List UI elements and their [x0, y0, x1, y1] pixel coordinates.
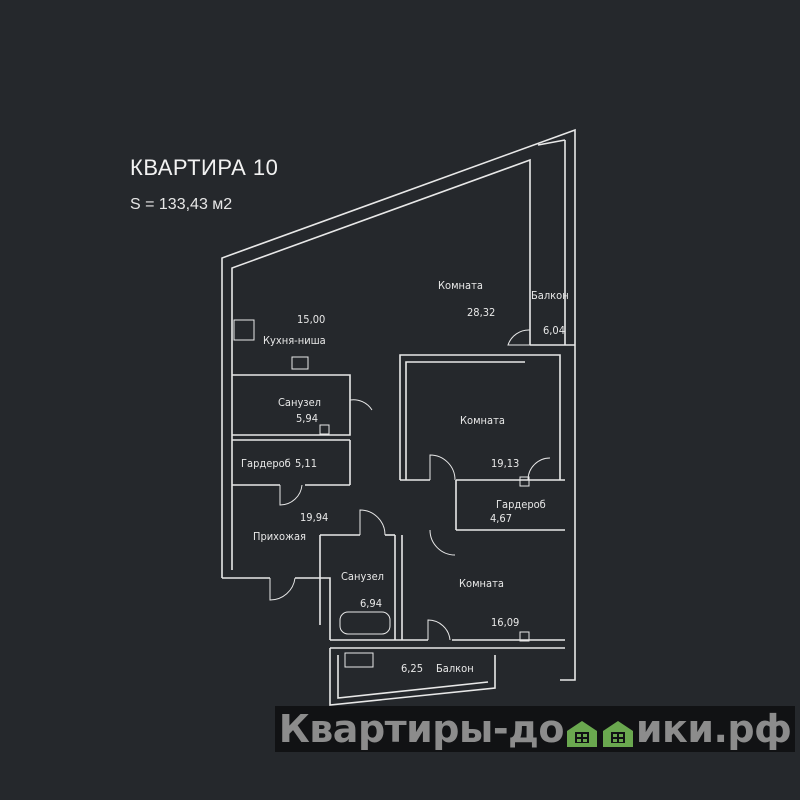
house-icon: [565, 714, 599, 747]
doors: [269, 329, 551, 641]
apartment-area: S = 133,43 м2: [130, 196, 233, 213]
fixtures: [233, 319, 530, 668]
room-area: 6,94: [360, 597, 382, 610]
room-area: 4,67: [490, 512, 512, 525]
walls: [221, 128, 576, 706]
room-name: Балкон: [531, 289, 569, 302]
room-area: 15,00: [297, 313, 325, 326]
room-labels: Комната 28,32 Балкон 6,04 Кухня-ниша 15,…: [241, 279, 569, 675]
room-name: Комната: [459, 577, 504, 590]
room-area: 28,32: [467, 306, 495, 319]
room-area: 5,11: [295, 457, 317, 470]
room-name: Балкон: [436, 662, 474, 675]
room-area: 6,04: [543, 324, 565, 337]
stove-icon: [233, 319, 255, 341]
room-area: 16,09: [491, 616, 519, 629]
room-name: Гардероб: [241, 457, 291, 470]
sink-icon: [291, 356, 309, 370]
room-name: Комната: [460, 414, 505, 427]
outer-wall-inner: [231, 158, 531, 570]
outer-wall: [221, 128, 576, 681]
watermark-prefix: Квартиры-до: [278, 707, 565, 751]
room-name: Санузел: [278, 396, 321, 409]
bathtub-icon: [339, 611, 391, 635]
house-icon: [601, 714, 635, 747]
room-name: Прихожая: [253, 530, 306, 543]
room-area: 6,25: [401, 662, 423, 675]
room-name: Комната: [438, 279, 483, 292]
apartment-title: КВАРТИРА 10: [130, 155, 279, 180]
watermark: Квартиры-до ики.рф: [275, 706, 795, 752]
storage-icon: [344, 652, 374, 668]
room-name: Санузел: [341, 570, 384, 583]
room-area: 19,94: [300, 511, 328, 524]
room-area: 19,13: [491, 457, 519, 470]
watermark-suffix: ики.рф: [635, 707, 792, 751]
room-name: Кухня-ниша: [263, 334, 326, 347]
room-area: 5,94: [296, 412, 318, 425]
room-name: Гардероб: [496, 498, 546, 511]
